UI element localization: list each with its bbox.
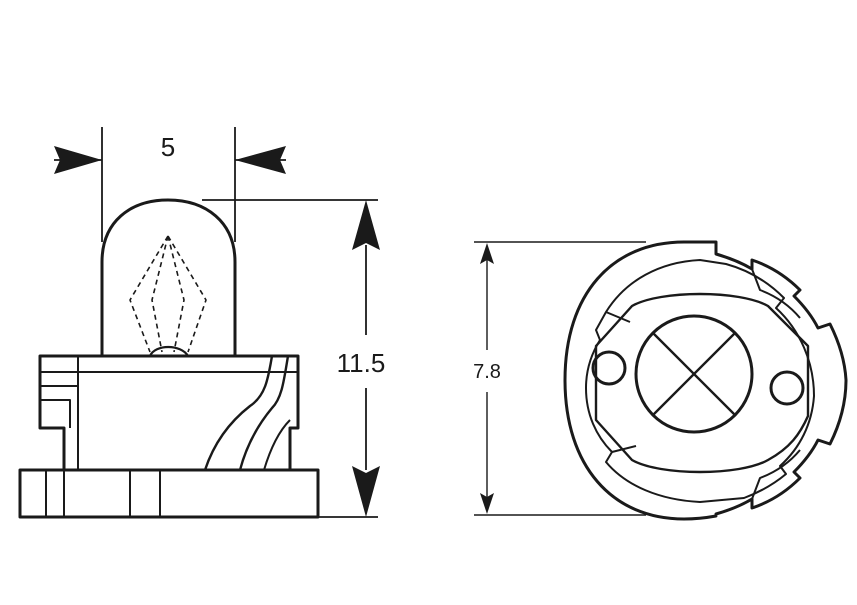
glass-envelope: [100, 198, 237, 356]
diameter-arrow-top: [480, 243, 494, 264]
base-notch: [40, 385, 78, 428]
center-cross-b: [652, 332, 736, 416]
twist-rib-1: [203, 355, 274, 471]
twist-rib-2: [238, 355, 290, 471]
lug-left-top: [605, 311, 631, 323]
bulb-end-view: [563, 240, 848, 521]
lug-bottom: [751, 449, 801, 500]
diameter-arrow-bottom: [480, 493, 494, 514]
twist-rib-3: [263, 419, 291, 471]
diameter-label: 7.8: [473, 361, 501, 383]
pin-hole-right: [769, 370, 805, 406]
outer-rim: [563, 240, 848, 521]
center-contact-ring: [634, 314, 754, 434]
filament-base: [148, 345, 189, 357]
filament: [129, 235, 207, 353]
width-arrow-right: [235, 146, 286, 174]
pin-hole-left: [591, 350, 627, 386]
width-label: 5: [161, 132, 175, 162]
base-flange: [18, 468, 320, 519]
bulb-side-view: [18, 198, 320, 519]
height-label: 11.5: [337, 348, 386, 378]
inner-base-ring: [594, 292, 810, 474]
lug-top: [751, 268, 801, 319]
lug-left-bottom: [611, 445, 637, 453]
width-arrow-left: [54, 146, 102, 174]
height-arrow-top: [352, 200, 380, 250]
diameter-dimension: [474, 241, 646, 516]
height-dimension: [202, 199, 378, 518]
height-arrow-bottom: [352, 466, 380, 517]
